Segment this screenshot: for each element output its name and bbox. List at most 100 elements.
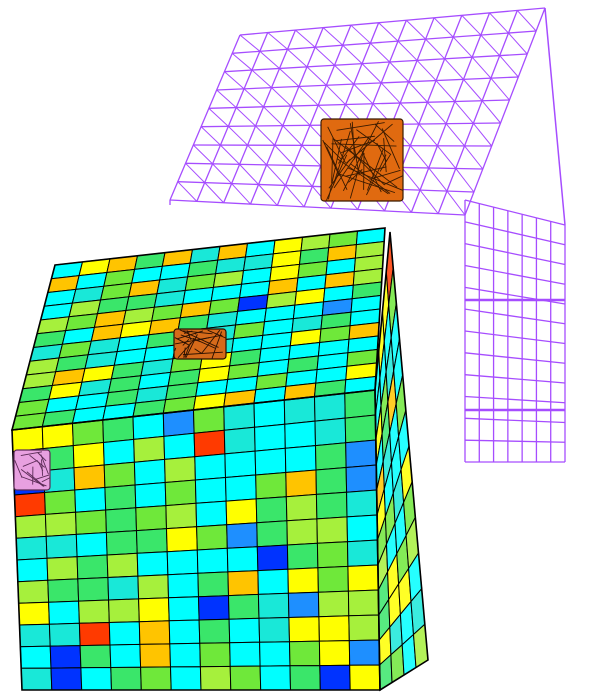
fracture-line <box>195 337 210 341</box>
wire-line <box>216 76 519 91</box>
voxel-cell <box>107 575 140 601</box>
voxel-cell <box>254 423 286 452</box>
fracture-line <box>41 477 51 483</box>
wire-diagonal <box>418 123 438 147</box>
wire-diagonal <box>177 181 198 202</box>
voxel-cell <box>345 464 378 493</box>
wire-diagonal <box>433 17 454 38</box>
fracture-line <box>176 330 204 340</box>
wire-diagonal <box>378 22 399 42</box>
wire-diagonal <box>463 79 483 102</box>
fracture-line <box>331 137 334 184</box>
voxel-cell <box>18 623 51 648</box>
wire-line <box>464 417 566 424</box>
voxel-cell <box>77 576 110 602</box>
cube-outline <box>374 231 429 692</box>
wire-line <box>464 199 566 226</box>
wire-line <box>249 27 324 205</box>
fracture-line <box>182 339 190 346</box>
cube-front-face <box>11 389 381 691</box>
wire-diagonal <box>192 144 213 165</box>
voxel-cell <box>224 474 257 502</box>
wire-line <box>464 7 546 216</box>
voxel-cell <box>286 542 319 570</box>
voxel-cell <box>44 489 77 515</box>
voxel-cell <box>192 406 225 434</box>
voxel-cell <box>47 578 80 603</box>
wire-diagonal <box>399 102 420 125</box>
wire-diagonal <box>227 125 248 146</box>
wire-diagonal <box>282 125 303 146</box>
voxel-cell <box>168 619 201 645</box>
voxel-cell <box>199 665 232 691</box>
wire-diagonal <box>416 60 437 81</box>
voxel-cell <box>285 469 317 498</box>
voxel-cell <box>165 502 198 530</box>
fracture-line <box>194 348 202 354</box>
wire-diagonal <box>290 105 311 126</box>
wire-line <box>410 12 491 213</box>
wire-diagonal <box>435 80 456 102</box>
wire-diagonal <box>406 19 426 40</box>
voxel-cell <box>16 557 49 583</box>
voxel-cell <box>228 617 261 644</box>
voxel-cell <box>347 564 379 592</box>
fracture-line <box>381 128 400 169</box>
voxel-cell <box>104 484 137 511</box>
wire-diagonal <box>516 10 537 32</box>
voxel-cell <box>105 530 138 556</box>
voxel-cell <box>102 416 135 444</box>
voxel-cell <box>106 552 139 579</box>
voxel-cell <box>288 616 320 643</box>
fracture-line <box>26 471 45 487</box>
voxel-cell <box>20 667 53 691</box>
wire-diagonal <box>251 69 272 89</box>
wire-diagonal <box>401 167 421 191</box>
fracture-inclusion-wireframe <box>320 118 404 202</box>
fracture-line <box>322 139 340 177</box>
voxel-cell <box>199 642 231 668</box>
wire-line <box>169 34 241 201</box>
wire-diagonal <box>255 125 276 146</box>
voxel-cell <box>318 640 351 667</box>
fracture-line <box>22 459 38 467</box>
wire-diagonal <box>243 88 264 108</box>
voxel-cell <box>78 599 110 624</box>
voxel-cell <box>196 524 228 551</box>
wire-diagonal <box>350 24 371 44</box>
fracture-line <box>211 331 223 359</box>
wire-diagonal <box>380 82 401 104</box>
voxel-cell <box>19 645 52 669</box>
wire-diagonal <box>481 100 501 124</box>
voxel-cell <box>162 409 195 437</box>
voxel-cell <box>317 565 349 593</box>
voxel-cell <box>348 639 381 666</box>
voxel-cell <box>164 456 196 484</box>
wire-diagonal <box>408 81 428 103</box>
voxel-cell <box>17 579 50 604</box>
fracture-line <box>342 121 379 191</box>
voxel-cell <box>76 554 109 580</box>
voxel-cell <box>313 392 346 422</box>
fracture-line <box>335 135 375 142</box>
fracture-line <box>326 154 348 201</box>
voxel-cell <box>198 618 231 644</box>
voxel-cell <box>224 450 257 479</box>
voxel-cell <box>255 496 288 524</box>
voxel-cell <box>346 514 379 543</box>
voxel-cell <box>41 422 74 450</box>
voxel-cell <box>289 665 321 691</box>
wire-diagonal <box>446 190 466 216</box>
voxel-cell <box>319 664 351 691</box>
wire-diagonal <box>452 36 473 58</box>
wire-line <box>464 308 566 325</box>
voxel-cell <box>288 640 321 667</box>
voxel-cell <box>169 666 202 691</box>
voxel-cell <box>135 505 168 532</box>
wire-diagonal <box>208 107 229 127</box>
voxel-cell <box>108 598 140 624</box>
wire-diagonal <box>489 12 509 34</box>
fracture-line <box>348 169 363 183</box>
